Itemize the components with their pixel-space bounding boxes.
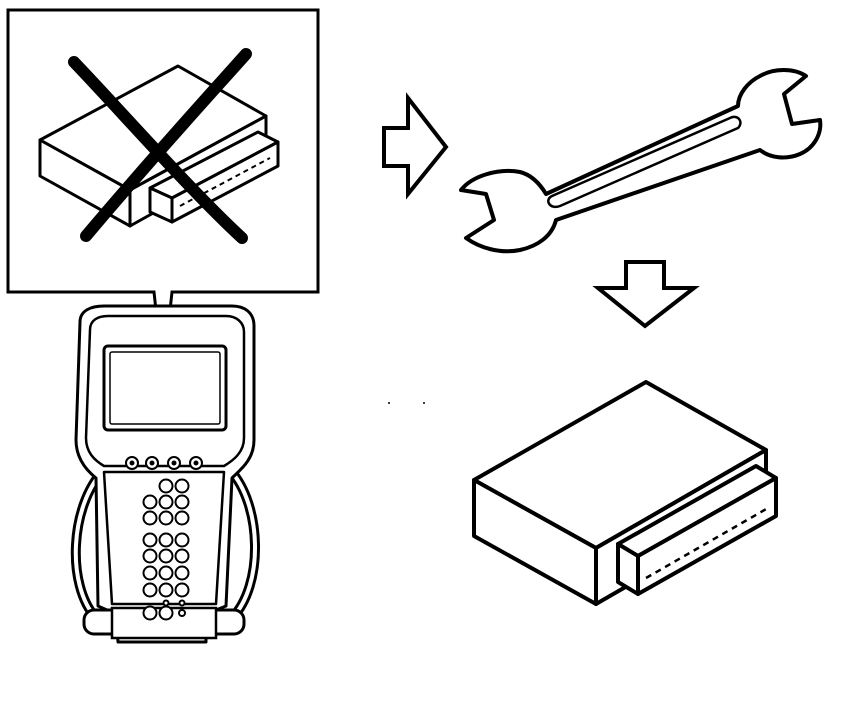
keypad-key (158, 548, 174, 564)
keypad-key (142, 605, 158, 621)
function-key-dot (193, 460, 199, 466)
keypad-key (174, 582, 190, 598)
speck (423, 402, 425, 404)
function-key-dot (171, 460, 177, 466)
no-communication-callout (6, 8, 320, 376)
arrow-right-icon (382, 92, 449, 200)
keypad-key (142, 548, 158, 564)
keypad-small-key (178, 599, 186, 607)
arrow-down-icon (592, 260, 700, 329)
keypad-key (158, 532, 174, 548)
keypad-key (158, 510, 174, 526)
keypad-key (142, 582, 158, 598)
keypad-key (174, 510, 190, 526)
keypad-key (158, 605, 174, 621)
keypad-small-key (178, 609, 186, 617)
keypad-key (158, 494, 174, 510)
keypad-key (142, 510, 158, 526)
cross-out-icon (68, 48, 252, 244)
keypad-key (174, 478, 190, 494)
wrench-icon (459, 68, 823, 254)
scan-tool-keypad (125, 456, 203, 621)
scan-tool-screen (102, 344, 228, 432)
keypad-key (174, 494, 190, 510)
speck (388, 402, 390, 404)
keypad-key (174, 532, 190, 548)
keypad-small-key (162, 599, 170, 607)
keypad-key (158, 478, 174, 494)
function-key-dot (129, 460, 135, 466)
control-module-icon (472, 380, 778, 606)
keypad-key (142, 494, 158, 510)
keypad-key (158, 565, 174, 581)
keypad-key (142, 532, 158, 548)
keypad-key (142, 565, 158, 581)
scan-tool-icon (70, 304, 260, 644)
keypad-key (158, 582, 174, 598)
function-key-dot (149, 460, 155, 466)
keypad-key (174, 548, 190, 564)
keypad-key (174, 565, 190, 581)
